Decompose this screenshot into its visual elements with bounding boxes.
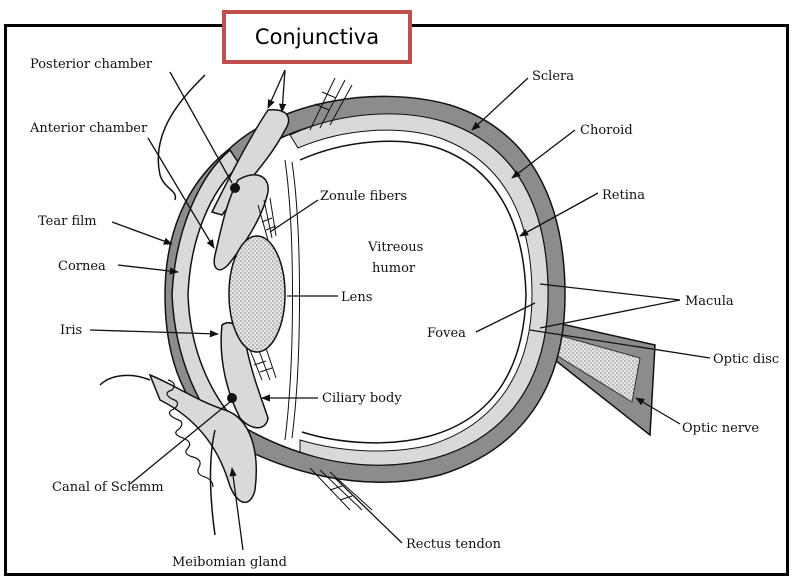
label-ciliary-body: Ciliary body (322, 391, 402, 406)
posterior-chamber-dot (230, 183, 240, 193)
label-canal-of-sclemm: Canal of Sclemm (52, 480, 164, 495)
fovea-leader (476, 303, 535, 332)
label-choroid: Choroid (580, 123, 633, 138)
label-vitreous: Vitreous (367, 240, 423, 255)
posterior-chamber-leader (170, 72, 232, 183)
choroid-band (290, 114, 548, 465)
label-meibomian-gland: Meibomian gland (172, 555, 287, 570)
label-iris: Iris (60, 323, 82, 338)
sclera-leader (472, 78, 528, 130)
label-anterior-chamber: Anterior chamber (29, 121, 148, 136)
lower-eyelash (100, 375, 150, 385)
label-optic-disc: Optic disc (713, 352, 779, 367)
label-retina: Retina (602, 188, 645, 203)
label-optic-nerve: Optic nerve (682, 421, 759, 436)
canal-of-sclemm-dot (227, 393, 237, 403)
label-cornea: Cornea (58, 259, 106, 274)
tear-film-leader (112, 222, 172, 244)
label-fovea: Fovea (427, 326, 466, 341)
conjunctiva-callout-text: Conjunctiva (255, 25, 379, 49)
label-rectus-tendon: Rectus tendon (406, 537, 502, 552)
label-macula: Macula (685, 294, 734, 309)
conjunctiva-callout: Conjunctiva (222, 10, 412, 64)
label-tear-film: Tear film (38, 214, 97, 229)
label-zonule-fibers: Zonule fibers (320, 189, 407, 204)
iris-leader (90, 330, 218, 334)
label-sclera: Sclera (532, 69, 574, 84)
label-humor: humor (372, 261, 416, 276)
zonule-fibers-leader (270, 200, 318, 232)
label-lens: Lens (341, 290, 372, 305)
lens (229, 236, 285, 352)
label-posterior-chamber: Posterior chamber (30, 57, 153, 72)
rectus-tendon-leader (335, 478, 402, 543)
